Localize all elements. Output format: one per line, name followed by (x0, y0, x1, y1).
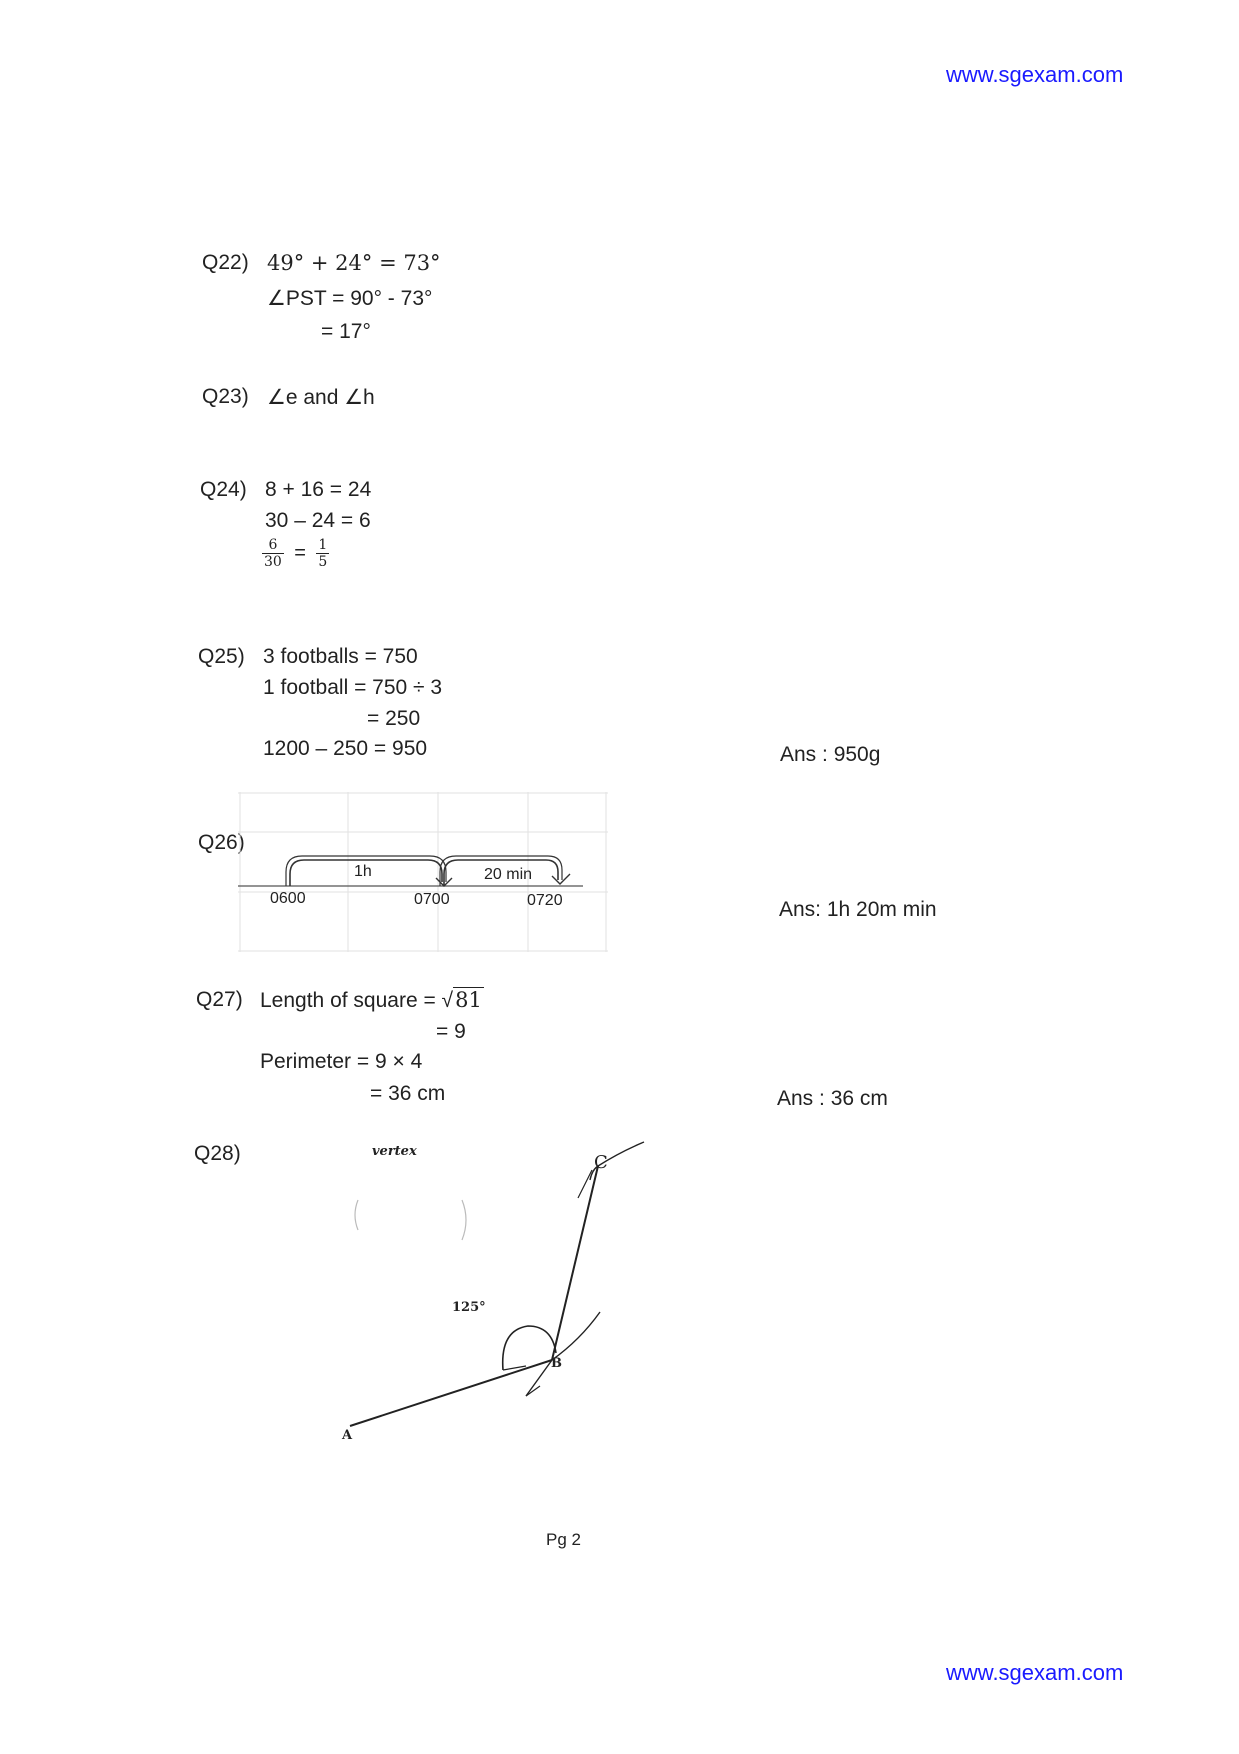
q24-frac2-num: 1 (316, 537, 330, 554)
q22-line3: = 17° (321, 320, 371, 343)
q25-line3: = 250 (367, 707, 421, 730)
q26-bracket-1h (289, 859, 443, 886)
q28-angle-svg (349, 1141, 645, 1427)
q25-line2: 1 football = 750 ÷ 3 (263, 676, 443, 699)
q28-ray-bc (551, 1165, 599, 1361)
q26-bracket-20min (443, 859, 559, 886)
q28-vertex-note: vertex (372, 1144, 417, 1159)
q22-label: Q22) (202, 251, 249, 274)
q24-fraction-1: 6 30 (262, 537, 284, 570)
q28-angle-label: 125° (452, 1300, 486, 1315)
q28-angle-drawing (330, 1140, 660, 1460)
q24-equals: = (294, 542, 306, 564)
q28-point-c: C (594, 1152, 608, 1173)
q24-frac1-den: 30 (264, 554, 282, 570)
q26-timeline-box (238, 792, 608, 952)
q22-line1: 49° + 24° = 73° (267, 251, 441, 275)
q26-tick-0700: 0700 (414, 891, 450, 908)
q27-line1-prefix: Length of square = √ (260, 989, 454, 1012)
q26-segment-20min: 20 min (484, 866, 533, 883)
q25-answer: Ans : 950g (780, 743, 881, 766)
q24-frac1-num: 6 (262, 537, 284, 554)
q27-line2: = 9 (436, 1020, 466, 1043)
q26-segment-1h: 1h (354, 863, 372, 880)
q25-label: Q25) (198, 645, 245, 668)
q27-answer: Ans : 36 cm (777, 1087, 888, 1110)
page-number: Pg 2 (546, 1530, 581, 1549)
q26-timeline-diagram (238, 792, 608, 952)
q24-line1: 8 + 16 = 24 (265, 478, 372, 501)
q27-label: Q27) (196, 988, 243, 1011)
q24-label: Q24) (200, 478, 247, 501)
q27-line1: Length of square = √81 (260, 987, 484, 1013)
q26-label: Q26) (198, 831, 245, 854)
q28-point-a: A (342, 1428, 353, 1443)
q27-radicand: 81 (453, 987, 484, 1012)
q22-line2: ∠PST = 90° - 73° (267, 287, 433, 310)
q26-tick-0720: 0720 (527, 892, 563, 909)
q25-line1: 3 footballs = 750 (263, 645, 418, 668)
q25-line4: 1200 – 250 = 950 (263, 737, 428, 760)
q24-frac2-den: 5 (318, 554, 328, 570)
q28-angle-arc (501, 1325, 557, 1371)
q27-line3: Perimeter = 9 × 4 (260, 1050, 423, 1073)
q24-fraction-2: 1 5 (316, 537, 330, 570)
q24-line2: 30 – 24 = 6 (265, 509, 371, 532)
q28-label: Q28) (194, 1142, 241, 1165)
q24-fraction-line: 6 30 = 1 5 (262, 537, 330, 570)
q27-line4: = 36 cm (370, 1082, 446, 1105)
q26-tick-0600: 0600 (270, 890, 306, 907)
q26-answer: Ans: 1h 20m min (779, 898, 937, 921)
header-link[interactable]: www.sgexam.com (946, 62, 1124, 87)
footer-link[interactable]: www.sgexam.com (946, 1660, 1124, 1685)
q23-line1: ∠e and ∠h (267, 386, 375, 409)
q23-label: Q23) (202, 385, 249, 408)
q28-ray-ba (349, 1359, 553, 1427)
q28-point-b: B (551, 1356, 562, 1371)
